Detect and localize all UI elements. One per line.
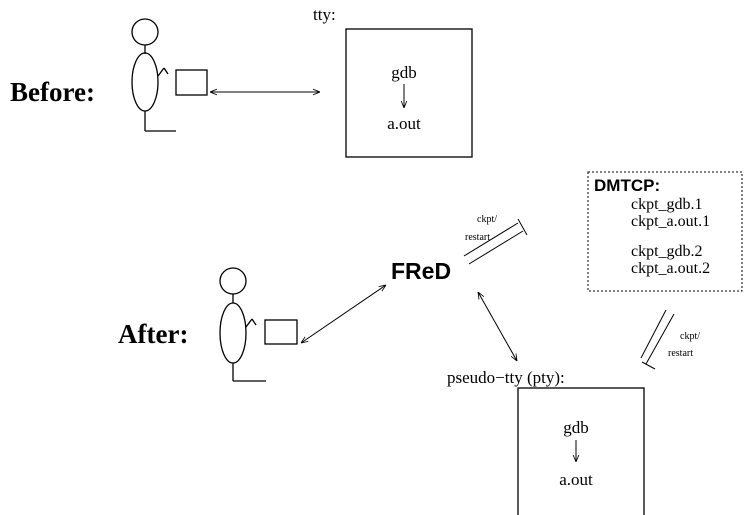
fred-pty-arrow [478, 292, 517, 361]
user-figure-before [131, 18, 208, 132]
terminal-icon [264, 319, 298, 345]
tty-box-title: tty: [313, 5, 336, 24]
pty-gdb-label: gdb [563, 418, 589, 437]
dmtcp-file-3: ckpt_gdb.2 [631, 243, 703, 260]
restart-label-lower: restart [668, 348, 693, 359]
terminal-icon [175, 69, 208, 96]
ckpt-label-upper: ckpt/ [477, 214, 497, 225]
ckpt-label-lower: ckpt/ [680, 331, 700, 342]
restart-label-upper: restart [465, 232, 490, 243]
dmtcp-title: DMTCP: [594, 176, 660, 195]
user-head-icon [131, 18, 159, 46]
dmtcp-box [587, 171, 743, 292]
dmtcp-file-4: ckpt_a.out.2 [631, 260, 710, 277]
tty-aout-label: a.out [387, 114, 421, 133]
pty-box [517, 387, 645, 515]
user-fred-arrow [301, 285, 386, 343]
user-figure-after [219, 267, 298, 382]
tty-gdb-label: gdb [391, 63, 417, 82]
ckpt-restart-lower-arrow [640, 309, 675, 370]
dmtcp-file-1: ckpt_gdb.1 [631, 196, 703, 213]
user-body-icon [219, 302, 247, 364]
dmtcp-file-2: ckpt_a.out.1 [631, 213, 710, 230]
tty-box [345, 28, 473, 158]
pty-box-title: pseudo−tty (pty): [447, 368, 565, 387]
user-body-icon [131, 52, 159, 112]
before-label: Before: [10, 77, 95, 107]
fred-label: FReD [391, 258, 451, 284]
ckpt-restart-upper-arrow [463, 218, 528, 265]
after-label: After: [118, 319, 188, 349]
user-head-icon [219, 267, 247, 295]
pty-aout-label: a.out [559, 470, 593, 489]
